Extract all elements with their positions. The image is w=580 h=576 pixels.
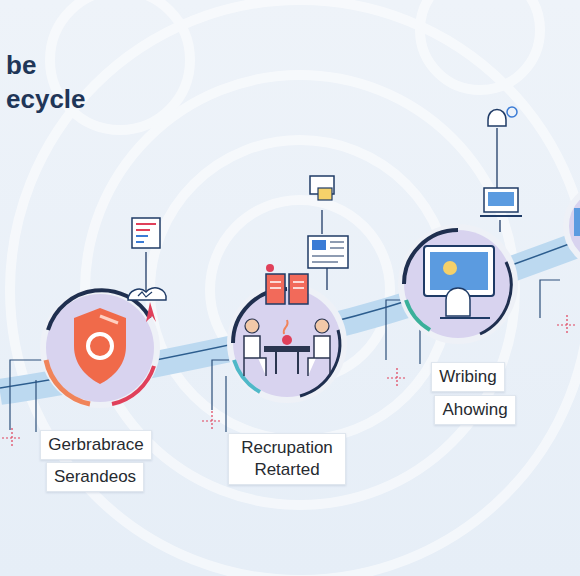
label-text: Gerbrabrace — [48, 434, 143, 456]
label-box: Serandeos — [46, 462, 144, 492]
label-text: Serandeos — [54, 466, 136, 488]
label-box: Ahowing — [434, 395, 515, 425]
label-box: Wribing — [431, 362, 504, 392]
diagram-title: be ecycle — [6, 48, 102, 116]
label-text: Recrupation Retarted — [236, 437, 338, 481]
label-text: Wribing — [439, 366, 496, 388]
label-text: Ahowing — [442, 399, 507, 421]
label-box: Gerbrabrace — [40, 430, 151, 460]
label-box: Recrupation Retarted — [228, 433, 346, 485]
